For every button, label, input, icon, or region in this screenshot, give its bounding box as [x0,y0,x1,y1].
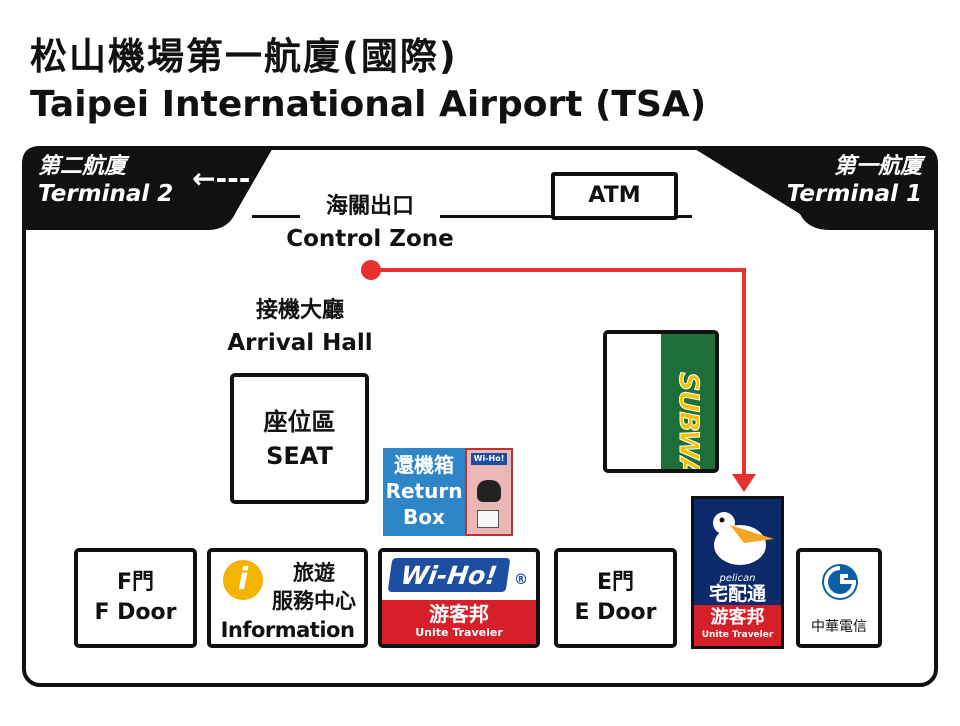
e-door-zh: E門 [596,570,635,595]
kiosk-slot-icon [477,510,499,528]
left-arrow-icon: ←--- [192,162,251,195]
atm-box[interactable]: ATM [551,172,678,220]
cht-label: 中華電信 [811,619,867,635]
wiho-banner: 游客邦 Unite Traveler [382,600,536,644]
pelican-zh: 宅配通 [708,583,766,605]
floor-plan [22,146,938,687]
subway-store[interactable]: SUBWAY [603,330,719,473]
control-zone-label-zh: 海關出口 [325,194,414,219]
pelican-bird-icon [713,512,774,565]
terminal2-en: Terminal 2 [38,181,174,207]
page-title-en: Taipei International Airport (TSA) [30,84,707,125]
seat-label-en: SEAT [266,441,333,470]
seat-area[interactable]: 座位區 SEAT [230,373,369,504]
seat-label-zh: 座位區 [263,407,336,436]
cht-counter[interactable]: 中華電信 [796,548,882,648]
subway-logo-panel [661,334,715,469]
pelican-banner: 游客邦 Unite Traveler [694,605,781,646]
wall-line-left [252,215,300,218]
terminal1-tab-shape [690,146,938,230]
information-desk[interactable]: i 旅遊 服務中心 Information [207,548,368,648]
pelican-banner-en: Unite Traveler [701,630,774,640]
subway-logo-text: SUBWAY [673,372,705,473]
terminal1-zh: 第一航廈 [833,154,922,179]
return-box-en2: Box [403,505,445,529]
page-title-zh: 松山機場第一航廈(國際) [30,35,458,78]
return-box-sign[interactable]: 還機箱 Return Box [383,448,465,536]
pelican-brand: pelican [719,573,756,584]
wiho-logo: Wi-Ho! [387,558,511,592]
pelican-counter[interactable]: pelican 宅配通 游客邦 Unite Traveler [691,496,784,649]
pelican-banner-zh: 游客邦 [710,607,765,628]
terminal2-zh: 第二航廈 [38,154,127,179]
info-label-en: Information [220,618,355,642]
e-door[interactable]: E門 E Door [554,548,677,648]
cht-logo-icon [822,564,858,600]
terminal2-tab-shape [22,146,274,230]
registered-mark: ® [514,572,528,588]
return-box-kiosk: Wi-Ho! [465,448,513,536]
wiho-counter[interactable]: Wi-Ho! ® 游客邦 Unite Traveler [378,548,540,648]
terminal1-label[interactable]: 第一航廈 Terminal 1 [776,154,922,208]
return-box-zh: 還機箱 [394,453,454,477]
f-door-zh: F門 [116,570,155,595]
arrival-hall-label-en: Arrival Hall [227,330,373,356]
info-icon: i [223,560,263,600]
bear-icon [477,480,501,502]
return-box-en1: Return [385,479,463,503]
info-label-zh1: 旅遊 [293,561,335,585]
kiosk-logo: Wi-Ho! [471,453,507,465]
terminal1-en: Terminal 1 [786,181,922,207]
control-zone-label-en: Control Zone [286,226,454,252]
f-door[interactable]: F門 F Door [74,548,197,648]
terminal2-label[interactable]: 第二航廈 Terminal 2 [38,154,173,208]
e-door-en: E Door [574,600,657,625]
info-label-zh2: 服務中心 [272,589,356,613]
arrival-hall-label-zh: 接機大廳 [255,298,344,323]
wiho-banner-zh: 游客邦 [429,602,489,626]
f-door-en: F Door [94,600,177,625]
wiho-banner-en: Unite Traveler [415,626,503,639]
